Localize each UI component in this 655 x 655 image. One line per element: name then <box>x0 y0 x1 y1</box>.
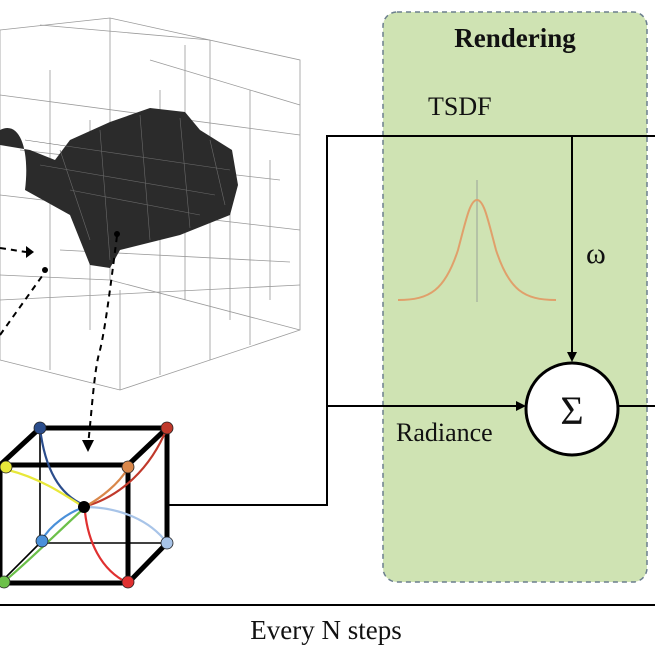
voxel-cube-icon <box>0 421 174 589</box>
summation-icon: Σ <box>524 361 620 457</box>
octree-mesh-icon <box>0 17 301 452</box>
radiance-label: Radiance <box>396 418 493 447</box>
tsdf-label: TSDF <box>428 92 492 121</box>
gaussian-curve-icon <box>397 180 557 302</box>
omega-label: ω <box>586 237 606 270</box>
rendering-title: Rendering <box>454 23 576 53</box>
rendering-panel: Rendering TSDF ω Radiance Σ <box>382 11 648 583</box>
sum-symbol: Σ <box>560 388 583 433</box>
bottom-label: Every N steps <box>250 615 401 645</box>
connector-lines <box>167 135 655 506</box>
